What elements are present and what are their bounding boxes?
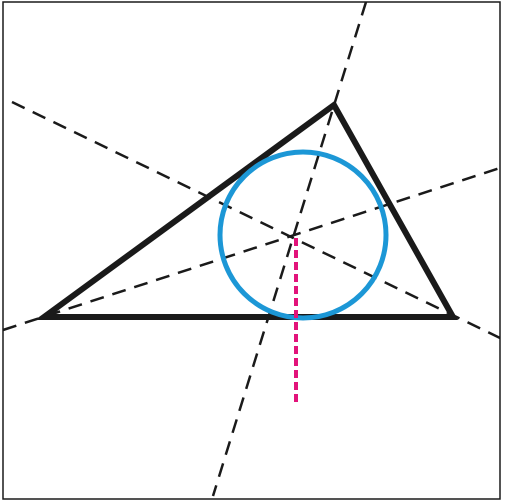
incircle	[217, 149, 389, 321]
angle-bisector-left-vertex	[2, 166, 501, 332]
angle-bisectors	[2, 1, 501, 497]
triangle	[34, 100, 459, 320]
angle-bisector-top-vertex	[211, 1, 368, 497]
diagram-frame	[2, 1, 501, 500]
